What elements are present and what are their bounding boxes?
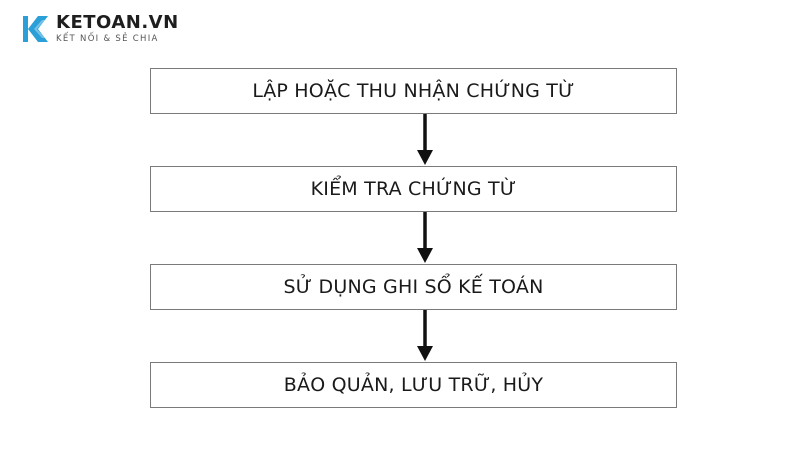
flow-step-record-in-ledger: SỬ DỤNG GHI SỔ KẾ TOÁN — [150, 264, 677, 310]
flow-step-label: BẢO QUẢN, LƯU TRỮ, HỦY — [283, 374, 544, 396]
flow-step-label: KIỂM TRA CHỨNG TỪ — [310, 178, 517, 200]
flow-step-label: LẬP HOẶC THU NHẬN CHỨNG TỪ — [252, 80, 575, 102]
ketoan-logo: KETOAN.VN KẾT NỐI & SẺ CHIA — [22, 12, 179, 46]
flow-step-preserve-archive-destroy: BẢO QUẢN, LƯU TRỮ, HỦY — [150, 362, 677, 408]
down-arrow-icon — [417, 212, 433, 263]
k-chevron-logo-icon — [23, 16, 48, 42]
flow-step-create-receive-documents: LẬP HOẶC THU NHẬN CHỨNG TỪ — [150, 68, 677, 114]
down-arrow-icon — [417, 310, 433, 361]
logo-name: KETOAN.VN — [56, 12, 179, 34]
down-arrow-icon — [417, 114, 433, 165]
flow-step-label: SỬ DỤNG GHI SỔ KẾ TOÁN — [283, 276, 544, 298]
flow-step-check-documents: KIỂM TRA CHỨNG TỪ — [150, 166, 677, 212]
logo-text: KETOAN.VN KẾT NỐI & SẺ CHIA — [56, 14, 179, 44]
logo-tagline: KẾT NỐI & SẺ CHIA — [56, 34, 159, 45]
